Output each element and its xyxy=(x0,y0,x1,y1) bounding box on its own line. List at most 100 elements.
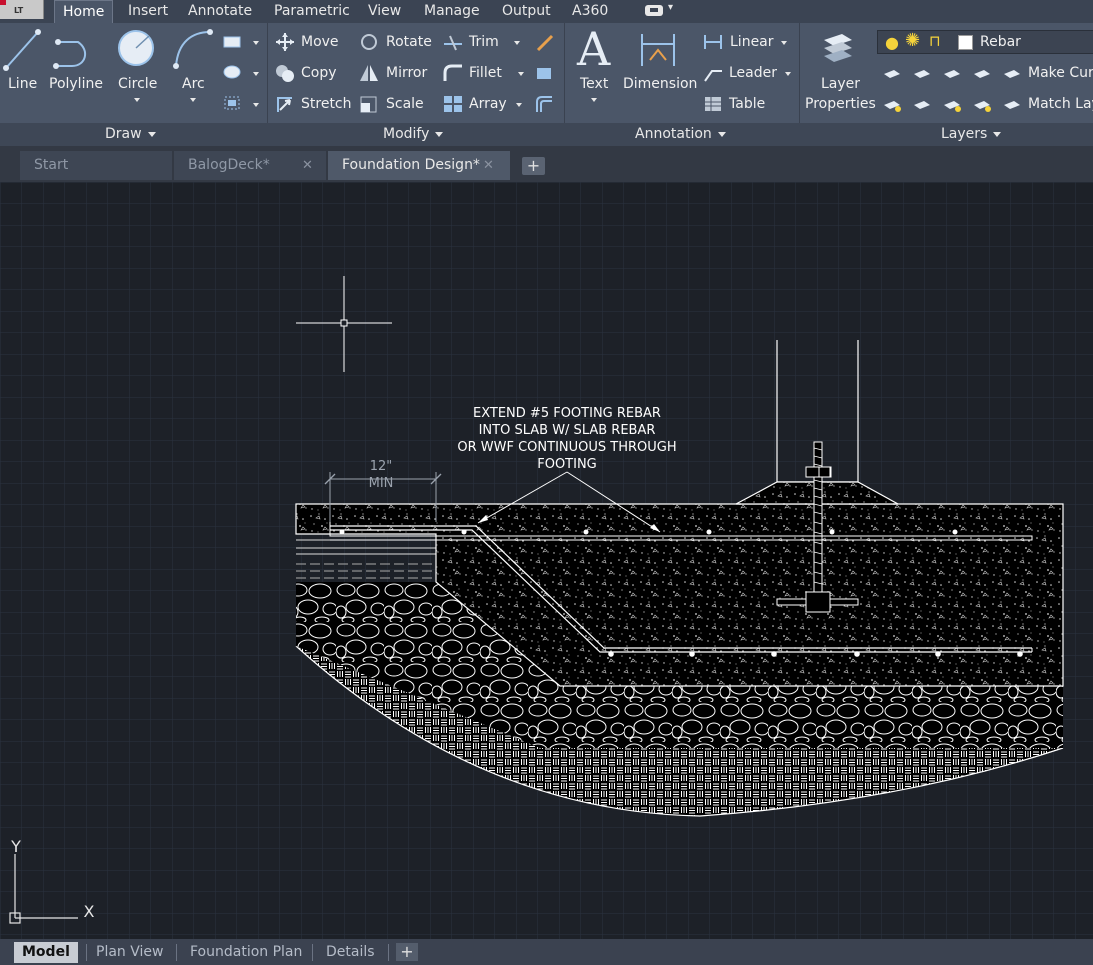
copy-icon[interactable] xyxy=(274,63,296,83)
panel-divider xyxy=(799,23,800,146)
fillet-caret-icon[interactable] xyxy=(518,72,524,76)
annotation-panel-title-text: Annotation xyxy=(635,126,712,142)
offset-icon[interactable] xyxy=(534,94,556,114)
leader-caret-icon[interactable] xyxy=(785,72,791,76)
match-layer-label[interactable]: Match Lay xyxy=(1028,96,1093,112)
boundary-icon[interactable] xyxy=(222,94,242,112)
make-current-label[interactable]: Make Curr xyxy=(1028,65,1093,81)
fillet-tool-label[interactable]: Fillet xyxy=(469,65,502,81)
text-icon[interactable]: A xyxy=(577,22,611,76)
tab-output[interactable]: Output xyxy=(502,3,551,19)
trim-icon[interactable] xyxy=(442,32,464,52)
table-tool-label[interactable]: Table xyxy=(729,96,766,112)
dimension-icon[interactable] xyxy=(638,30,678,70)
layer-dropdown[interactable] xyxy=(877,30,1093,54)
dimension-tool-label[interactable]: Dimension xyxy=(623,76,698,92)
circle-dropdown-caret-icon[interactable] xyxy=(134,98,140,102)
layer-tools-row-2-icon[interactable] xyxy=(880,95,1020,115)
annotation-panel-title[interactable]: Annotation xyxy=(635,123,726,146)
layer-properties-label-2[interactable]: Properties xyxy=(805,96,876,112)
hatch-icon[interactable] xyxy=(222,64,242,80)
text-caret-icon[interactable] xyxy=(591,98,597,102)
modify-panel-title[interactable]: Modify xyxy=(383,123,444,146)
current-layer-name: Rebar xyxy=(980,34,1021,50)
draw-panel-title[interactable]: Draw xyxy=(105,123,156,146)
polyline-tool-label[interactable]: Polyline xyxy=(49,76,103,92)
lock-icon[interactable]: ⊓ xyxy=(929,32,941,50)
leader-tool-label[interactable]: Leader xyxy=(729,65,778,81)
layer-color-swatch xyxy=(958,35,973,50)
tab-divider xyxy=(86,944,87,961)
table-icon[interactable] xyxy=(702,94,724,114)
scale-icon[interactable] xyxy=(358,94,380,114)
erase-icon[interactable] xyxy=(534,32,556,52)
circle-icon[interactable] xyxy=(116,28,158,72)
rotate-tool-label[interactable]: Rotate xyxy=(386,34,432,50)
linear-dimension-icon[interactable] xyxy=(702,32,724,52)
file-tab-balogdeck[interactable]: BalogDeck*✕ xyxy=(174,151,326,180)
array-icon[interactable] xyxy=(442,94,464,114)
lightbulb-icon[interactable]: ● xyxy=(885,33,899,52)
tab-manage[interactable]: Manage xyxy=(424,3,480,19)
move-tool-label[interactable]: Move xyxy=(301,34,339,50)
layout-tab-details[interactable]: Details xyxy=(326,944,375,960)
new-tab-plus-icon[interactable]: + xyxy=(522,157,545,175)
rectangle-caret-icon[interactable] xyxy=(253,41,259,45)
move-icon[interactable] xyxy=(274,32,296,52)
layer-properties-icon[interactable] xyxy=(818,30,858,70)
ribbon-options-caret-icon[interactable]: ▾ xyxy=(668,2,674,13)
new-layout-plus-icon[interactable]: + xyxy=(396,943,418,961)
mirror-icon[interactable] xyxy=(358,63,380,83)
layout-tab-model[interactable]: Model xyxy=(14,942,78,963)
close-icon[interactable]: ✕ xyxy=(302,158,313,173)
drawing-canvas[interactable]: 12" MIN EXTEND #5 FOOTING REBAR INTO SLA… xyxy=(0,182,1093,939)
file-tab-foundation-design[interactable]: Foundation Design*✕ xyxy=(328,151,510,180)
layout-tab-plan-view[interactable]: Plan View xyxy=(96,944,164,960)
stretch-icon[interactable] xyxy=(274,94,296,114)
text-tool-label[interactable]: Text xyxy=(580,76,609,92)
rotate-icon[interactable] xyxy=(358,32,380,52)
layers-panel-title[interactable]: Layers xyxy=(941,123,1002,146)
scale-tool-label[interactable]: Scale xyxy=(386,96,424,112)
layer-properties-label-1[interactable]: Layer xyxy=(821,76,861,92)
linear-caret-icon[interactable] xyxy=(781,41,787,45)
tab-parametric[interactable]: Parametric xyxy=(274,3,350,19)
line-icon[interactable] xyxy=(2,28,42,72)
arc-icon[interactable] xyxy=(172,28,214,72)
close-icon[interactable]: ✕ xyxy=(483,158,494,173)
polyline-icon[interactable] xyxy=(52,28,96,72)
copy-tool-label[interactable]: Copy xyxy=(301,65,337,81)
layer-tools-row-1-icon[interactable] xyxy=(880,64,1020,84)
linear-tool-label[interactable]: Linear xyxy=(730,34,774,50)
explode-icon[interactable] xyxy=(534,63,556,83)
arc-tool-label[interactable]: Arc xyxy=(182,76,205,92)
array-tool-label[interactable]: Array xyxy=(469,96,507,112)
fillet-icon[interactable] xyxy=(442,63,464,83)
circle-tool-label[interactable]: Circle xyxy=(118,76,158,92)
sun-icon[interactable]: ✺ xyxy=(905,30,921,51)
mirror-tool-label[interactable]: Mirror xyxy=(386,65,428,81)
tab-annotate[interactable]: Annotate xyxy=(188,3,253,19)
anchor-bolt xyxy=(776,441,859,613)
leader-icon[interactable] xyxy=(702,63,724,83)
layout-tab-foundation-plan[interactable]: Foundation Plan xyxy=(190,944,303,960)
boundary-caret-icon[interactable] xyxy=(253,103,259,107)
application-menu-button[interactable]: LT xyxy=(0,0,44,19)
note-line-1: EXTEND #5 FOOTING REBAR xyxy=(473,406,661,421)
array-caret-icon[interactable] xyxy=(516,103,522,107)
dimension-suffix: MIN xyxy=(369,476,394,491)
arc-dropdown-caret-icon[interactable] xyxy=(190,98,196,102)
tab-a360[interactable]: A360 xyxy=(572,3,609,19)
trim-caret-icon[interactable] xyxy=(514,41,520,45)
ribbon-toggle-icon[interactable] xyxy=(645,5,663,16)
draw-panel-title-text: Draw xyxy=(105,126,142,142)
hatch-caret-icon[interactable] xyxy=(253,72,259,76)
trim-tool-label[interactable]: Trim xyxy=(469,34,499,50)
tab-insert[interactable]: Insert xyxy=(128,3,169,19)
line-tool-label[interactable]: Line xyxy=(8,76,38,92)
stretch-tool-label[interactable]: Stretch xyxy=(301,96,352,112)
tab-view[interactable]: View xyxy=(368,3,402,19)
file-tab-start[interactable]: Start xyxy=(20,151,172,180)
tab-home[interactable]: Home xyxy=(54,0,114,23)
rectangle-icon[interactable] xyxy=(222,34,242,50)
